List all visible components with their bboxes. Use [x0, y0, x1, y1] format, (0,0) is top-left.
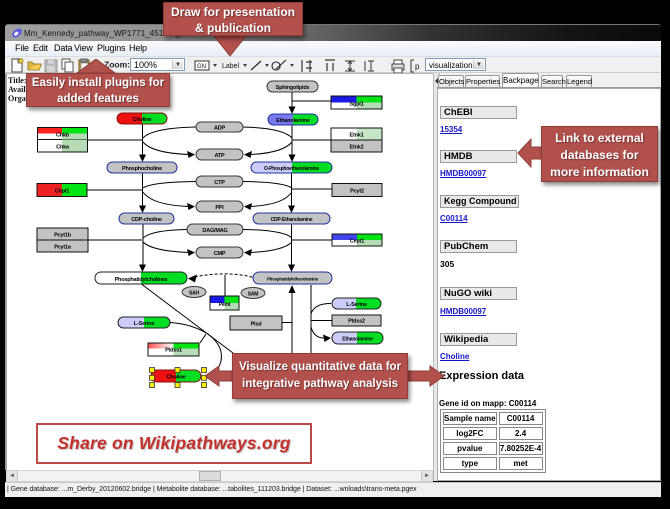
svg-text:SAM: SAM: [248, 292, 259, 298]
svg-text:PPi: PPi: [215, 205, 224, 211]
svg-text:Ethanolamine: Ethanolamine: [276, 118, 310, 124]
svg-text:SAH: SAH: [189, 291, 200, 297]
svg-text:Etnk1: Etnk1: [350, 133, 364, 139]
svg-text:Pisd: Pisd: [251, 322, 262, 328]
svg-text:Sgpl1: Sgpl1: [350, 102, 364, 108]
svg-text:Pcyt1b: Pcyt1b: [54, 233, 72, 239]
svg-text:Chpt1: Chpt1: [55, 189, 70, 195]
svg-text:Etnk2: Etnk2: [350, 145, 364, 151]
svg-text:Chkb: Chkb: [56, 133, 70, 139]
svg-text:Ptdss1: Ptdss1: [165, 348, 182, 354]
svg-text:DAG/MAG: DAG/MAG: [202, 228, 227, 234]
svg-text:Label: Label: [222, 63, 240, 70]
svg-text:L-Serine: L-Serine: [134, 321, 155, 327]
svg-text:Pemt: Pemt: [219, 302, 231, 308]
svg-text:Sphingolipids: Sphingolipids: [276, 85, 310, 91]
svg-text:Ethanolamine: Ethanolamine: [342, 337, 373, 343]
svg-text:Zoom:: Zoom:: [104, 60, 130, 70]
svg-text:Phosphocholine: Phosphocholine: [122, 166, 162, 172]
svg-text:CDP-choline: CDP-choline: [131, 217, 162, 223]
svg-text:Choline: Choline: [133, 117, 152, 123]
svg-text:ATP: ATP: [215, 153, 226, 159]
svg-text:Choline: Choline: [167, 375, 186, 381]
svg-text:CTP: CTP: [214, 180, 225, 186]
svg-text:Phosphatidylethanolamine: Phosphatidylethanolamine: [267, 277, 319, 282]
svg-text:ADP: ADP: [214, 126, 226, 132]
svg-text:Phosphatidylcholines: Phosphatidylcholines: [115, 277, 168, 283]
svg-text:Chka: Chka: [56, 145, 70, 151]
svg-text:Pcyt1a: Pcyt1a: [54, 245, 72, 251]
svg-text:Cept1: Cept1: [350, 239, 364, 245]
svg-text:L-Serine: L-Serine: [346, 302, 367, 308]
svg-text:Ptdss2: Ptdss2: [348, 319, 365, 325]
svg-text:CMP: CMP: [214, 251, 226, 257]
svg-text:O-Phosphoethanolamine: O-Phosphoethanolamine: [264, 166, 319, 172]
svg-text:GN: GN: [197, 64, 206, 70]
svg-text:p: p: [415, 62, 420, 71]
svg-text:Pcyt2: Pcyt2: [350, 189, 364, 195]
svg-text:CDP-Ethanolamine: CDP-Ethanolamine: [271, 217, 313, 223]
